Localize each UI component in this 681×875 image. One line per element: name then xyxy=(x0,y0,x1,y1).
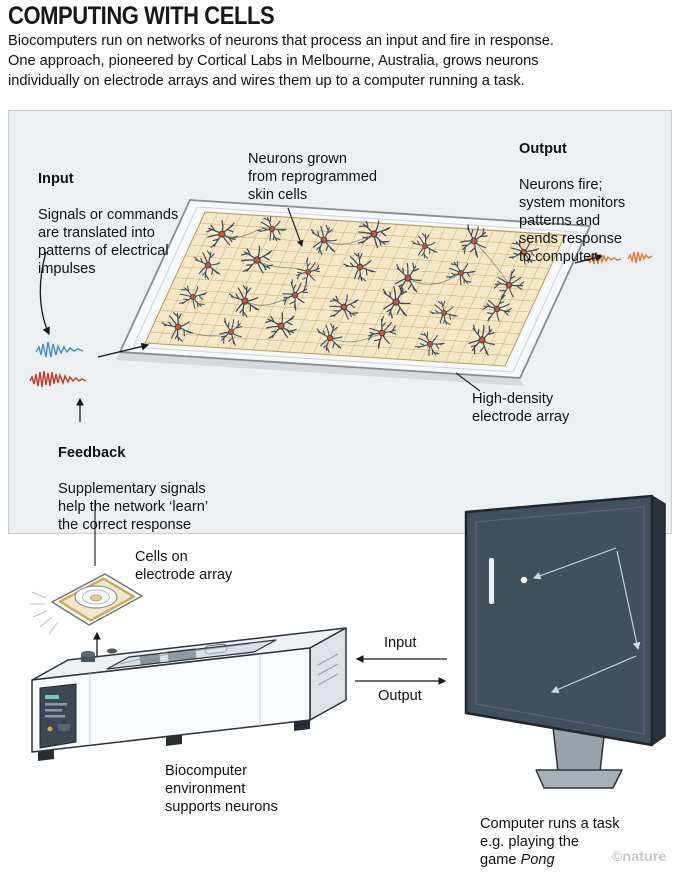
output-note: Output Neurons fire; system monitors pat… xyxy=(519,122,664,266)
device-foot xyxy=(38,750,54,761)
feedback-heading: Feedback xyxy=(58,445,126,461)
pong-ball xyxy=(520,576,528,584)
feedback-note: Feedback Supplementary signals help the … xyxy=(58,426,248,534)
device-internal-block xyxy=(139,653,161,666)
screen-indicator xyxy=(47,726,53,732)
feedback-body: Supplementary signals help the network ‘… xyxy=(58,481,209,533)
intro-text: Biocomputers run on networks of neurons … xyxy=(8,33,554,89)
credit: ©nature xyxy=(612,848,667,864)
monitor-screen-inner xyxy=(475,506,645,735)
cells-note: Cells on electrode array xyxy=(135,549,233,583)
page-title: COMPUTING WITH CELLS xyxy=(8,2,275,30)
pong-trajectory xyxy=(532,547,641,693)
output-heading: Output xyxy=(519,141,567,157)
output-body: Neurons fire; system monitors patterns a… xyxy=(519,177,626,265)
monitor-base xyxy=(535,769,623,789)
screen-readout xyxy=(45,715,65,718)
biocomputer-note: Biocomputer environment supports neurons xyxy=(165,763,278,815)
device-internal-block xyxy=(167,648,197,662)
chip-dish-center xyxy=(90,594,102,602)
chip-dish-inner xyxy=(82,589,110,605)
device-foot xyxy=(294,720,310,731)
screen-key xyxy=(58,724,70,731)
device-top-face xyxy=(31,627,347,681)
io-output-label: Output xyxy=(378,688,422,704)
device-vents xyxy=(317,653,339,686)
computer-note: Computer runs a task e.g. playing the ga… xyxy=(480,797,650,869)
computer-note-text: Computer runs a task e.g. playing the ga… xyxy=(480,816,620,868)
pong-paddle xyxy=(489,558,494,604)
input-body: Signals or commands are translated into … xyxy=(38,207,179,277)
screen-readout xyxy=(45,703,67,706)
device-right-face xyxy=(309,627,347,721)
device-knob xyxy=(81,654,95,662)
chip-plate xyxy=(51,573,143,626)
screen-readout xyxy=(45,709,62,712)
device-internal-tube xyxy=(119,643,251,665)
io-input-label: Input xyxy=(384,635,417,651)
computer-note-game-name: Pong xyxy=(520,852,555,868)
input-heading: Input xyxy=(38,171,74,187)
device-internal-capsule xyxy=(204,643,228,655)
screen-readout xyxy=(45,695,59,699)
array-note: High-density electrode array xyxy=(472,391,570,425)
chip-shadow-lines xyxy=(30,591,59,635)
neurons-note: Neurons grown from reprogrammed skin cel… xyxy=(248,151,377,203)
monitor xyxy=(464,494,666,789)
device-front-face xyxy=(31,647,311,753)
chip-gold-ring xyxy=(58,577,136,622)
chip-dish xyxy=(74,585,118,609)
device-control-screen xyxy=(39,683,77,749)
device-knob-small xyxy=(107,648,117,654)
device-foot xyxy=(166,735,182,746)
monitor-neck xyxy=(551,717,607,773)
device-glass-lid xyxy=(106,639,277,670)
pong-game xyxy=(489,547,641,693)
biocomputer-device xyxy=(31,627,347,761)
cells-chip xyxy=(30,573,143,635)
device-seams xyxy=(89,654,261,745)
input-note: Input Signals or commands are translated… xyxy=(38,152,190,278)
device-knob-top xyxy=(81,650,95,658)
